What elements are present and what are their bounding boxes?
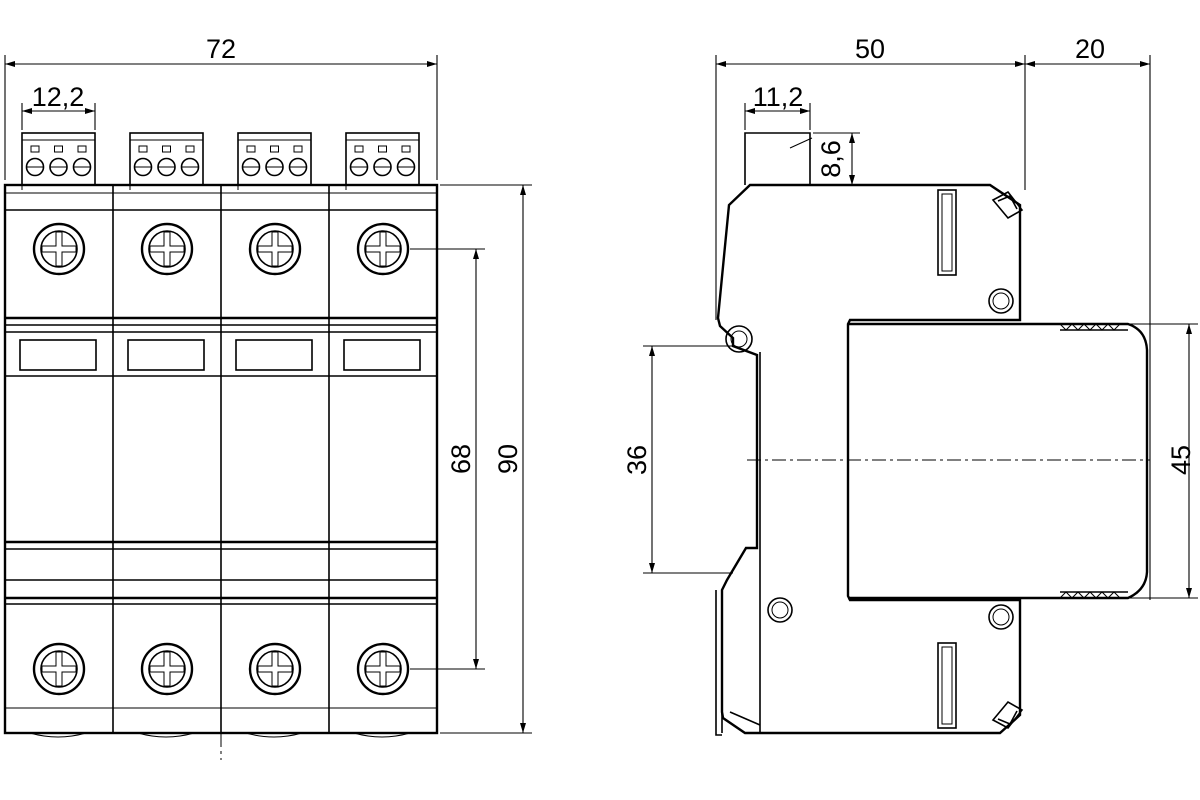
front-dimensions: 72 12,2 68 90 — [4, 34, 532, 734]
status-window — [19, 339, 97, 371]
connector-block — [129, 132, 204, 186]
terminal-screw — [248, 222, 302, 276]
side-housing-outline — [716, 183, 1022, 735]
terminal-screw — [140, 222, 194, 276]
connector-screw — [288, 157, 308, 177]
connector-block — [744, 132, 811, 185]
connector-screw — [265, 157, 284, 177]
connector-screw — [49, 157, 68, 177]
dim-front-height: 45 — [1166, 445, 1196, 475]
dim-module-width: 12,2 — [32, 82, 85, 112]
terminal-screw — [356, 642, 410, 696]
side-view — [715, 132, 1150, 736]
terminal-screw — [356, 222, 410, 276]
connector-screw — [349, 157, 369, 177]
status-window — [127, 339, 205, 371]
connector-screw — [25, 157, 45, 177]
dim-overall-height: 90 — [493, 444, 523, 474]
connector-screw — [396, 157, 416, 177]
side-dimensions: 50 20 11,2 8,6 36 45 — [622, 34, 1198, 600]
dim-connector-width: 11,2 — [753, 82, 804, 112]
connector-screw — [241, 157, 261, 177]
dim-overall-width: 72 — [206, 34, 236, 64]
connector-screw — [72, 157, 92, 177]
connector-screw — [180, 157, 200, 177]
terminal-screw — [32, 222, 86, 276]
connector-screw — [157, 157, 176, 177]
dim-depth: 50 — [855, 34, 885, 64]
connector-block — [345, 132, 420, 186]
terminal-screw — [140, 642, 194, 696]
connector-screw — [133, 157, 153, 177]
terminal-screw — [248, 642, 302, 696]
status-window — [235, 339, 313, 371]
front-cover — [848, 322, 1149, 600]
terminal-screw — [32, 642, 86, 696]
status-window — [343, 339, 421, 371]
connector-block — [21, 132, 96, 186]
dim-connector-height: 8,6 — [816, 140, 846, 178]
dim-rail-height: 36 — [622, 445, 652, 475]
dim-overhang: 20 — [1075, 34, 1105, 64]
connector-screw — [373, 157, 392, 177]
connector-block — [237, 132, 312, 186]
dim-terminal-spacing: 68 — [446, 444, 476, 474]
front-view — [3, 132, 439, 760]
